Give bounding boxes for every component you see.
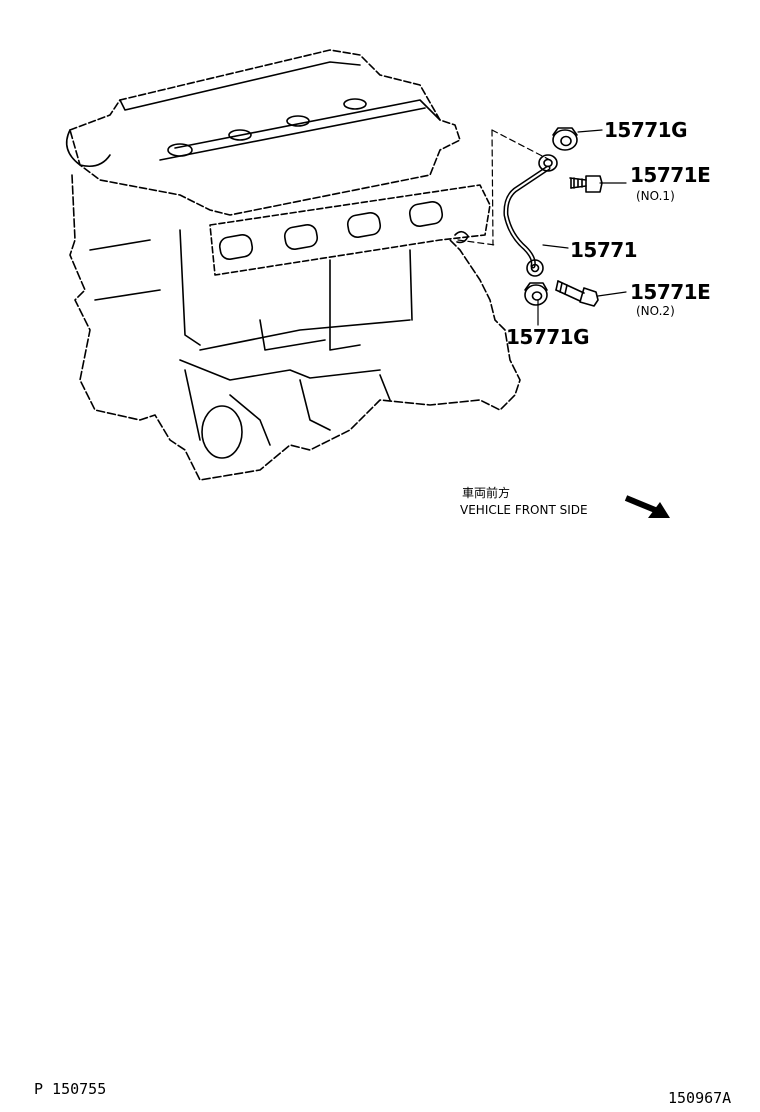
callout-union-bolt-no2-sub: (NO.2) xyxy=(636,304,675,318)
page-code-left: P 150755 xyxy=(34,1080,107,1098)
callout-gasket-bottom: 15771G xyxy=(506,325,590,349)
leader-lines xyxy=(457,129,627,326)
figure-code-right: 150967A xyxy=(668,1089,732,1107)
union-bolt-no1 xyxy=(569,175,603,193)
vehicle-front-label-en: VEHICLE FRONT SIDE xyxy=(460,503,588,517)
gasket-bottom xyxy=(524,282,548,306)
vehicle-front-label-jp: 車両前方 xyxy=(462,486,511,500)
union-bolt-no2 xyxy=(555,280,599,307)
oil-pipe xyxy=(503,154,558,277)
callout-union-bolt-no2: 15771E xyxy=(630,280,711,304)
callout-union-bolt-no1: 15771E xyxy=(630,163,711,187)
arrow-down-right-icon xyxy=(624,495,670,518)
callout-gasket-top: 15771G xyxy=(604,118,688,142)
engine-assembly xyxy=(65,49,521,481)
callout-oil-pipe: 15771 xyxy=(570,238,638,262)
gasket-top xyxy=(552,127,578,151)
callout-union-bolt-no1-sub: (NO.1) xyxy=(636,189,675,203)
